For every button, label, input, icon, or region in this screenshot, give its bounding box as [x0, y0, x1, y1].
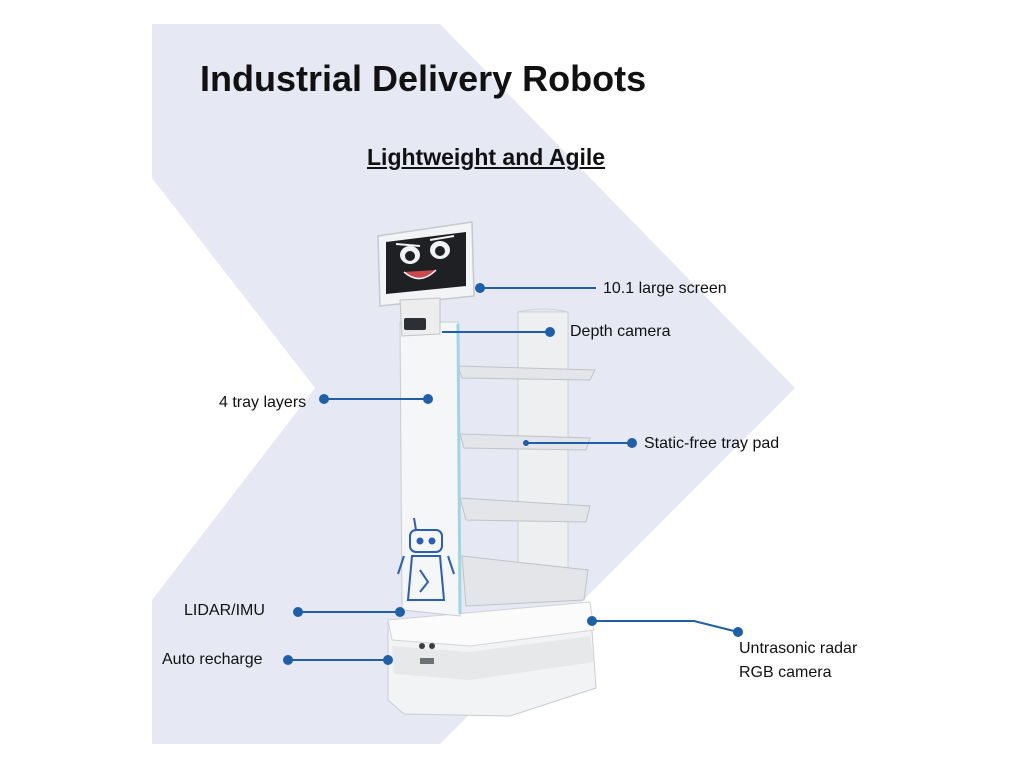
callout-label-tray-pad: Static-free tray pad — [644, 435, 780, 452]
callout-label-radar: Untrasonic radar — [739, 640, 858, 657]
robot-head — [377, 221, 475, 337]
robot-mascot-decal — [397, 517, 455, 601]
recharge-contacts — [420, 658, 434, 664]
sensor-dot — [429, 643, 435, 649]
callout-label-depth-camera: Depth camera — [570, 323, 671, 340]
robot-base — [387, 601, 597, 717]
robot-trays — [457, 365, 596, 607]
page-subtitle: Lightweight and Agile — [367, 144, 606, 170]
page-title: Industrial Delivery Robots — [200, 58, 647, 99]
callout-label-lidar: LIDAR/IMU — [184, 602, 265, 619]
callout-label-screen: 10.1 large screen — [603, 280, 727, 297]
sensor-dot — [419, 643, 425, 649]
callout-label-recharge: Auto recharge — [162, 651, 263, 668]
callout-label-rgb-camera: RGB camera — [739, 664, 832, 681]
callout-label-tray-layers: 4 tray layers — [219, 394, 307, 411]
depth-camera-lens — [404, 318, 426, 330]
